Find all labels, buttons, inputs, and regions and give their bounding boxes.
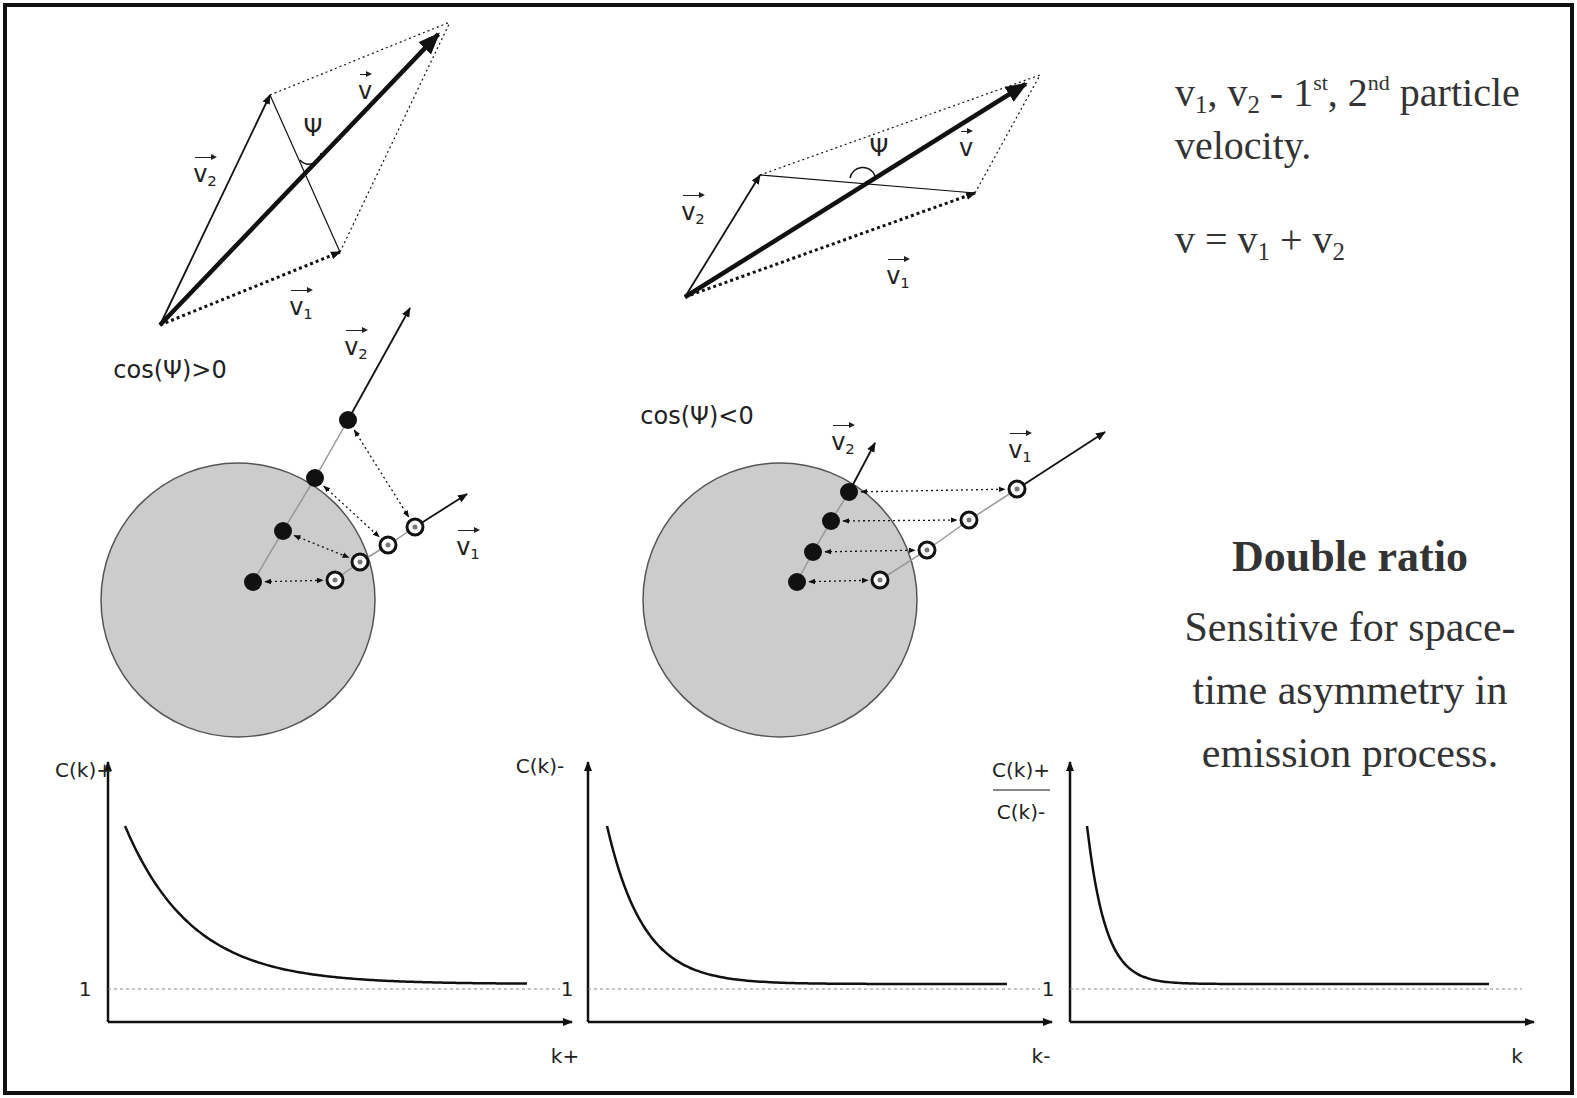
note-text: v1, v2 - 1st, 2nd particle velocity. <box>1175 68 1535 171</box>
label: v2 <box>681 193 705 228</box>
label: Ψ <box>304 115 323 141</box>
label: 1 <box>561 978 574 1000</box>
label: 1 <box>79 978 92 1000</box>
note-text: v = v1 + v2 <box>1175 215 1345 268</box>
velocity-parallelogram <box>685 75 1040 297</box>
label: k+ <box>551 1045 579 1067</box>
label: C(k)- <box>516 755 564 777</box>
label: Ψ <box>870 135 889 161</box>
label: k- <box>1032 1045 1051 1067</box>
label: v1 <box>289 288 313 323</box>
heading: Double ratio <box>1232 533 1468 581</box>
source-sketches <box>101 308 1105 737</box>
label: v2 <box>193 155 217 190</box>
fraction-bar <box>993 789 1050 790</box>
label: C(k)- <box>997 801 1045 823</box>
note-text: Sensitive for space-time asymmetry in em… <box>1170 596 1530 785</box>
velocity-parallelogram <box>160 22 450 325</box>
emission-source <box>101 308 467 737</box>
label: k <box>1511 1045 1523 1067</box>
label: v2 <box>831 423 855 458</box>
label: v <box>959 129 973 161</box>
label: C(k)+ <box>55 759 113 781</box>
frame <box>5 5 1572 1093</box>
label: v1 <box>886 257 910 292</box>
emission-source <box>643 432 1105 737</box>
correlation-graph <box>1070 762 1534 1022</box>
label: v1 <box>1008 431 1032 466</box>
label: cos(Ψ)>0 <box>113 357 226 383</box>
label: v2 <box>344 328 368 363</box>
label: 1 <box>1042 978 1055 1000</box>
correlation-graph <box>588 762 1052 1022</box>
label: v <box>358 72 372 104</box>
label: C(k)+ <box>992 759 1050 781</box>
correlation-graphs <box>108 762 1534 1022</box>
label: v1 <box>456 528 480 563</box>
vector-diagrams <box>160 22 1040 325</box>
correlation-graph <box>108 762 572 1022</box>
label: cos(Ψ)<0 <box>640 403 753 429</box>
